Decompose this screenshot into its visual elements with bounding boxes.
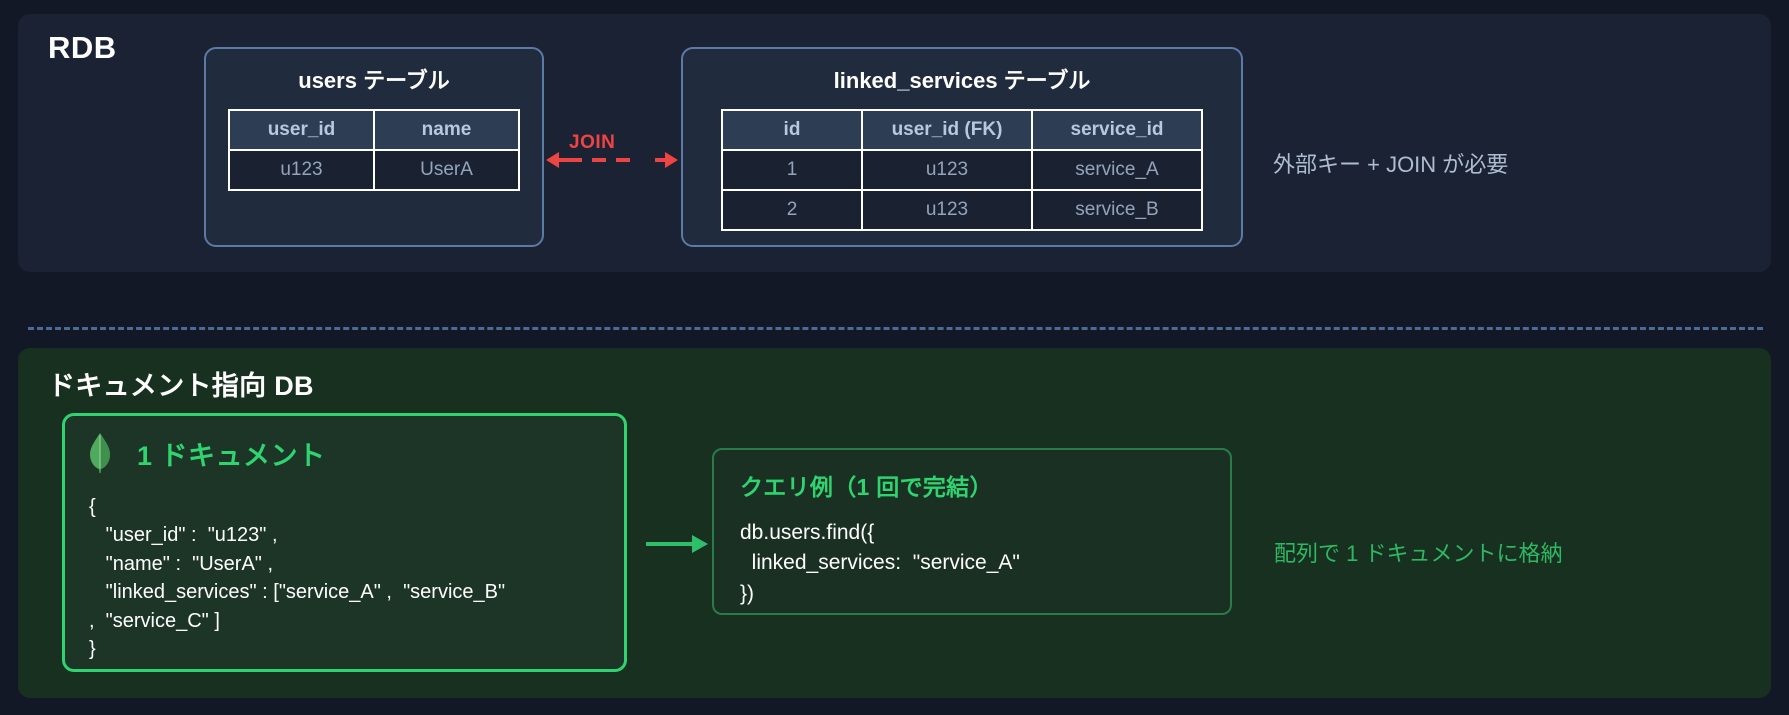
join-label: JOIN [569, 132, 616, 153]
cell-id: 2 [721, 189, 863, 231]
users-table-title: users テーブル [298, 68, 450, 93]
document-json-body: { "user_id" : "u123" , "name" : "UserA" … [89, 496, 506, 660]
rdb-section-title: RDB [48, 30, 117, 65]
users-table: user_id name u123 UserA [228, 109, 520, 191]
column-header-name: name [373, 109, 520, 151]
arrow-right-icon [665, 152, 678, 168]
column-header-user-id: user_id [228, 109, 375, 151]
mongodb-leaf-icon [87, 433, 113, 473]
document-card-header: 1 ドキュメント [87, 433, 624, 473]
table-row: 2 u123 service_B [721, 189, 1203, 231]
join-dashed-line [568, 158, 632, 162]
rdb-annotation-text: 外部キー + JOIN が必要 [1273, 152, 1509, 177]
linked-services-table: id user_id (FK) service_id 1 u123 servic… [721, 109, 1203, 231]
cell-service-id: service_A [1031, 149, 1203, 191]
linked-services-table-card: linked_services テーブル id user_id (FK) ser… [681, 47, 1243, 247]
column-header-service-id: service_id [1031, 109, 1203, 151]
cell-user-id: u123 [861, 149, 1033, 191]
table-row: 1 u123 service_A [721, 149, 1203, 191]
document-db-annotation-text: 配列で 1 ドキュメントに格納 [1274, 541, 1563, 566]
cell-id: 1 [721, 149, 863, 191]
users-table-wrapper: user_id name u123 UserA [206, 109, 542, 191]
join-tail-left [557, 158, 569, 162]
table-header-row: id user_id (FK) service_id [721, 109, 1203, 151]
cell-service-id: service_B [1031, 189, 1203, 231]
linked-services-table-title: linked_services テーブル [833, 68, 1091, 93]
table-row: u123 UserA [228, 149, 520, 191]
table-header-row: user_id name [228, 109, 520, 151]
column-header-user-id-fk: user_id (FK) [861, 109, 1033, 151]
users-table-card: users テーブル user_id name u123 UserA [204, 47, 544, 247]
arrow-head [692, 535, 708, 553]
document-db-section-title: ドキュメント指向 DB [48, 371, 314, 401]
cell-user-id: u123 [228, 149, 375, 191]
single-document-card: 1 ドキュメント { "user_id" : "u123" , "name" :… [62, 413, 627, 672]
query-example-code: db.users.find({ linked_services: "servic… [740, 521, 1020, 605]
arrow-right-icon [646, 535, 708, 553]
join-tail-right [655, 158, 667, 162]
column-header-id: id [721, 109, 863, 151]
document-card-header-label: 1 ドキュメント [137, 440, 326, 471]
document-db-section-panel: ドキュメント指向 DB 1 ドキュメント { "user_id" : "u123… [18, 348, 1771, 698]
query-example-card: クエリ例（1 回で完結） db.users.find({ linked_serv… [712, 448, 1232, 615]
cell-user-id: u123 [861, 189, 1033, 231]
linked-services-table-wrapper: id user_id (FK) service_id 1 u123 servic… [683, 109, 1241, 231]
arrow-shaft [646, 542, 694, 546]
section-divider [28, 327, 1763, 330]
arrow-left-icon [546, 152, 559, 168]
cell-name: UserA [373, 149, 520, 191]
join-connector: JOIN [546, 132, 678, 192]
query-example-title: クエリ例（1 回で完結） [740, 474, 993, 500]
rdb-section-panel: RDB users テーブル user_id name u123 UserA [18, 14, 1771, 272]
